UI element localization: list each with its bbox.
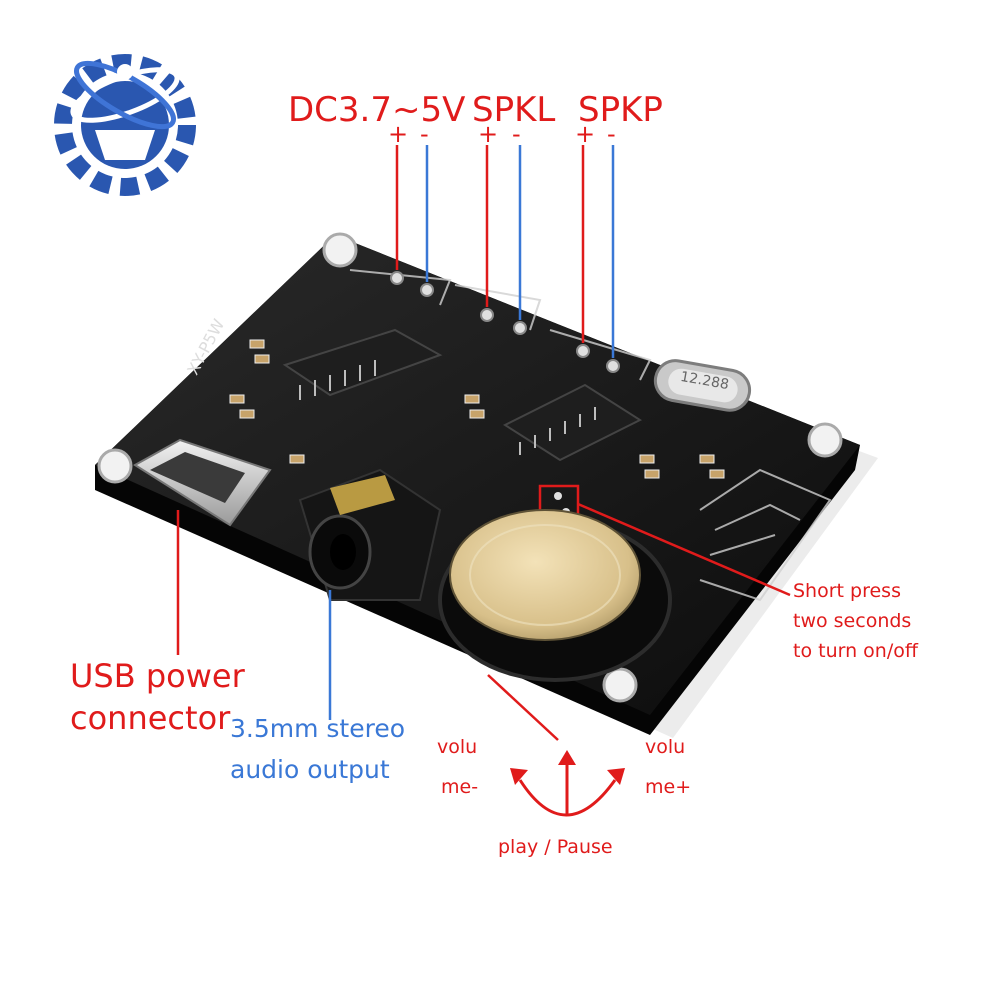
- logo-gear: [54, 54, 196, 196]
- arrow-head-right: [607, 768, 625, 785]
- label-spkp: SPKP: [578, 90, 663, 130]
- power-button-pad-1: [554, 492, 562, 500]
- crystal-oscillator: [653, 359, 752, 412]
- label-vol-plus-line1: volu: [645, 736, 686, 758]
- logo-orbit-2: [74, 60, 176, 130]
- pad-spkp-minus: [606, 359, 620, 373]
- audio-jack: [298, 468, 442, 601]
- pad-spkp-plus: [576, 344, 590, 358]
- pin-leader-lines: [176, 145, 791, 741]
- logo-nucleus: [117, 64, 133, 80]
- mount-hole-bottom: [602, 667, 638, 703]
- label-usb-line1: USB power: [70, 657, 245, 695]
- line-power-button: [577, 502, 791, 597]
- label-spkl: SPKL: [472, 90, 556, 130]
- label-usb-line2: connector: [70, 699, 231, 737]
- pad-dc-minus: [420, 283, 434, 297]
- silkscreen-lines: [349, 269, 832, 602]
- sign-spkp-minus: -: [607, 120, 616, 148]
- label-vol-minus-line1: volu: [437, 736, 478, 758]
- logo-flask: [95, 130, 155, 160]
- brand-logo: [54, 54, 196, 196]
- control-arrows: [518, 760, 617, 817]
- pad-spkl-plus: [480, 308, 494, 322]
- label-vol-plus-line2: me+: [645, 776, 692, 798]
- line-knob: [487, 674, 559, 741]
- arrow-heads: [510, 750, 625, 785]
- label-press-line1: Short press: [793, 580, 901, 602]
- label-audio-line1: 3.5mm stereo: [230, 714, 406, 743]
- pad-dc-plus: [390, 271, 404, 285]
- sign-spkl-plus: +: [478, 120, 499, 148]
- label-audio-line2: audio output: [230, 755, 390, 784]
- usb-connector: [133, 438, 272, 527]
- mount-hole-top: [322, 232, 358, 268]
- smd-components: [229, 339, 725, 479]
- label-vol-minus-line2: me-: [441, 776, 479, 798]
- arrow-head-left: [510, 768, 528, 785]
- arrow-head-up: [558, 750, 576, 765]
- sign-dc-minus: -: [420, 120, 429, 148]
- rotary-encoder-knob: [438, 509, 672, 682]
- pad-spkl-minus: [513, 321, 527, 335]
- mount-hole-left: [97, 448, 133, 484]
- chip-pins: [299, 360, 596, 455]
- label-play-pause: play / Pause: [498, 836, 613, 858]
- label-press-line2: two seconds: [793, 610, 912, 632]
- ic-chips: [282, 328, 643, 462]
- label-dc-voltage: DC3.7~5V: [288, 90, 466, 130]
- pin-pads: [390, 271, 620, 373]
- label-press-line3: to turn on/off: [793, 640, 918, 662]
- sign-dc-plus: +: [388, 120, 409, 148]
- mount-hole-right: [807, 422, 843, 458]
- bluetooth-chip: [502, 383, 643, 462]
- sign-spkl-minus: -: [512, 120, 521, 148]
- logo-orbit-1: [70, 67, 180, 123]
- sign-spkp-plus: +: [575, 120, 596, 148]
